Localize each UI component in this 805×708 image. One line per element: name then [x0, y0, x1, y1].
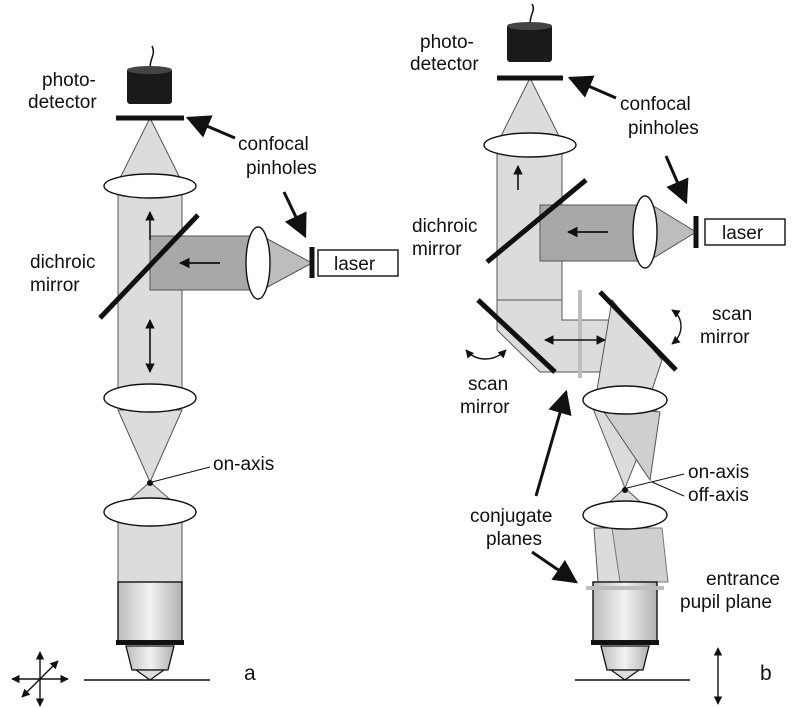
- scan-mirror-left-b: [476, 298, 557, 374]
- photodetector-label-b-l2: detector: [410, 54, 479, 75]
- lens-mid-b: [582, 385, 668, 415]
- scan-mirror-right-label-l1: scan: [712, 304, 752, 325]
- arrow-conjugate-up: [534, 389, 572, 497]
- dichroic-label-a-l2: mirror: [30, 275, 80, 296]
- lens-low-a: [103, 497, 197, 527]
- objective-ring-b: [591, 640, 659, 645]
- objective-beam-off-b: [611, 527, 669, 583]
- dichroic-mirror-a: [98, 213, 200, 320]
- dichroic-label-b-l1: dichroic: [412, 216, 477, 237]
- confocal-label-a-l2: pinholes: [246, 158, 317, 179]
- laser-label-a: laser: [334, 254, 376, 275]
- off-axis-leader-b: [651, 481, 685, 497]
- entrance-label-l2: pupil plane: [680, 592, 772, 613]
- panel-a: laser on-axis photo- detector confocal p…: [11, 45, 399, 707]
- laser-cone-b: [651, 204, 697, 260]
- scan-mirror-right-b: [598, 290, 678, 372]
- off-axis-label-b: off-axis: [688, 485, 749, 506]
- panel-b: laser on-axis off-axis photo- detector c…: [410, 3, 786, 705]
- on-axis-leader-b: [626, 473, 685, 489]
- conjugate-label-l1: conjugate: [470, 506, 552, 527]
- movement-arrows-icon: [11, 651, 69, 707]
- photodetector-top-a: [127, 66, 172, 74]
- conjugate-label-l2: planes: [486, 529, 542, 550]
- lens-low-b: [582, 500, 668, 530]
- objective-body-a: [117, 581, 183, 643]
- on-axis-leader-a: [151, 466, 211, 483]
- objective-ring-a: [116, 640, 184, 645]
- dichroic-mirror-b: [485, 178, 588, 264]
- on-axis-label-a: on-axis: [213, 454, 274, 475]
- entrance-label-l1: entrance: [706, 569, 780, 590]
- lens-top-b: [483, 132, 577, 158]
- dichroic-label-a-l1: dichroic: [30, 252, 95, 273]
- objective-nose-b: [600, 645, 650, 671]
- confocal-label-b-l2: pinholes: [628, 118, 699, 139]
- dichroic-label-b-l2: mirror: [412, 239, 462, 260]
- scan-mirror-left-label-l1: scan: [468, 374, 508, 395]
- focus-cone-upper-a: [117, 409, 183, 484]
- laser-box-a: [317, 249, 399, 277]
- objective-body-b: [592, 581, 658, 643]
- photodetector-label-a-l2: detector: [28, 92, 97, 113]
- photodetector-a: [127, 68, 172, 104]
- arrow-conjugate-down: [531, 550, 578, 584]
- photodetector-b: [507, 24, 552, 62]
- arrow-pinhole-laser-a: [282, 191, 307, 239]
- objective-nose-a: [125, 645, 175, 671]
- lens-laser-b: [632, 195, 658, 269]
- arrow-pinhole-laser-b: [664, 155, 689, 205]
- laser-box-b: [704, 218, 786, 246]
- focus-point-on-b: [622, 487, 628, 493]
- scan-mirror-left-label-l2: mirror: [460, 397, 510, 418]
- photodetector-top-b: [507, 22, 552, 30]
- laser-beam-b: [539, 204, 641, 262]
- photodetector-label-a-l1: photo-: [42, 70, 96, 91]
- objective-tip-a: [134, 669, 166, 681]
- arrow-pinhole-detector-a: [185, 115, 236, 140]
- rotation-arrow-right-icon: [671, 309, 682, 345]
- scan-mirror-right-label-l2: mirror: [700, 327, 750, 348]
- detector-cable-a: [149, 45, 155, 69]
- detector-cable-b: [529, 3, 535, 25]
- objective-beam-a: [117, 521, 183, 583]
- lens-top-a: [103, 173, 197, 199]
- lens-mid-a: [103, 383, 197, 413]
- lens-laser-a: [245, 226, 271, 300]
- confocal-label-b-l1: confocal: [620, 94, 691, 115]
- panel-letter-a: a: [244, 662, 256, 685]
- arrow-pinhole-detector-b: [567, 75, 617, 100]
- detector-cone-a: [119, 116, 181, 179]
- panel-letter-b: b: [760, 662, 772, 685]
- photodetector-label-b-l1: photo-: [420, 32, 474, 53]
- laser-label-b: laser: [722, 223, 764, 244]
- confocal-label-a-l1: confocal: [238, 134, 309, 155]
- detector-cone-b: [499, 76, 561, 139]
- objective-tip-b: [609, 669, 641, 681]
- rotation-arrow-left-icon: [465, 349, 507, 360]
- on-axis-label-b: on-axis: [688, 462, 749, 483]
- focus-point-a: [147, 480, 153, 486]
